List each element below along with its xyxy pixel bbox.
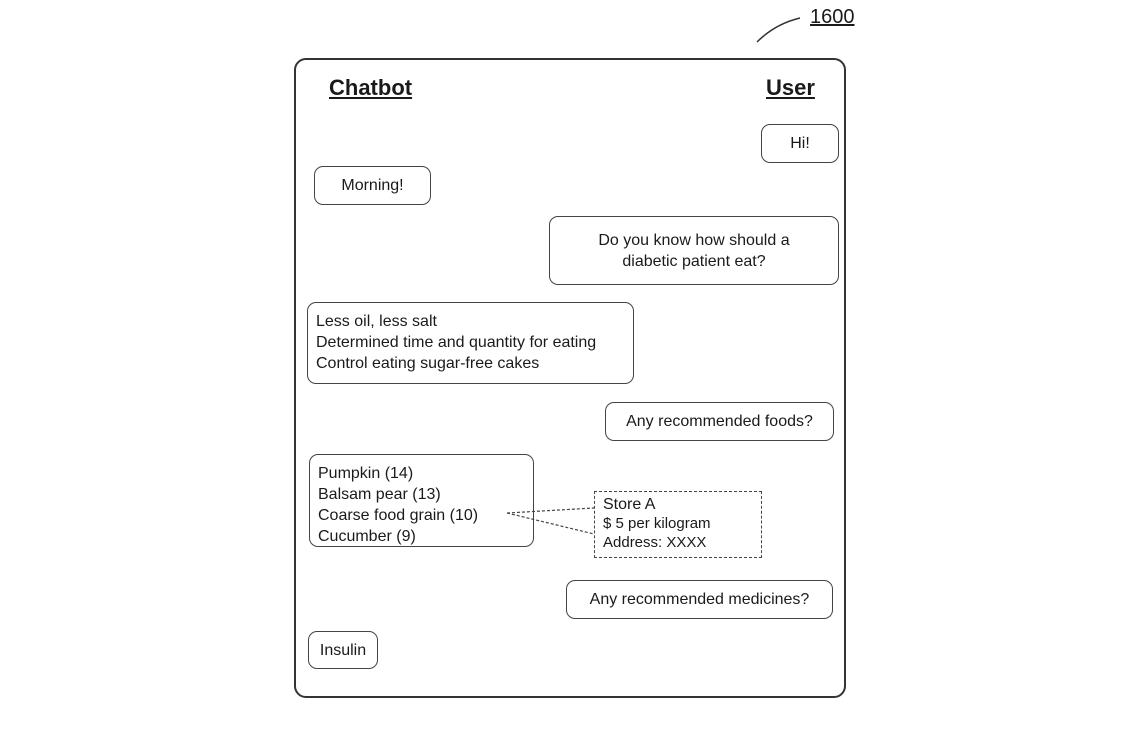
message-line: Do you know how should a — [598, 231, 790, 249]
chatbot-column-header: Chatbot — [329, 75, 413, 100]
food-item: Coarse food grain (10) — [318, 507, 479, 524]
message-text: Any recommended foods? — [626, 413, 813, 430]
food-item: Pumpkin (14) — [318, 465, 414, 482]
store-name: Store A — [603, 496, 656, 513]
figure-reference-number: 1600 — [810, 6, 855, 28]
store-price: $ 5 per kilogram — [603, 515, 711, 532]
bot-message-medicine: Insulin — [308, 631, 378, 669]
message-text: Any recommended medicines? — [589, 591, 810, 608]
message-line: diabetic patient eat? — [622, 252, 766, 270]
bot-message-diet-advice: Less oil, less salt Determined time and … — [307, 302, 634, 384]
user-message-medicines-question: Any recommended medicines? — [566, 580, 833, 619]
user-message-greeting: Hi! — [761, 124, 839, 163]
store-info-box: Store A $ 5 per kilogram Address: XXXX — [594, 491, 762, 558]
user-message-diet-question: Do you know how should a diabetic patien… — [549, 216, 839, 285]
user-column-header: User — [766, 75, 815, 100]
advice-line: Less oil, less salt — [316, 313, 437, 330]
user-message-foods-question: Any recommended foods? — [605, 402, 834, 441]
bot-message-greeting: Morning! — [314, 166, 431, 205]
advice-line: Control eating sugar-free cakes — [316, 355, 540, 372]
message-text: Insulin — [319, 641, 367, 659]
food-item: Balsam pear (13) — [318, 486, 441, 503]
bot-message-food-list: Pumpkin (14) Balsam pear (13) Coarse foo… — [309, 454, 534, 547]
store-address: Address: XXXX — [603, 534, 707, 551]
food-item: Cucumber (9) — [318, 528, 416, 545]
advice-line: Determined time and quantity for eating — [316, 334, 597, 351]
message-text: Hi! — [790, 135, 810, 152]
chat-window-frame — [294, 58, 846, 698]
message-text: Morning! — [341, 177, 404, 194]
